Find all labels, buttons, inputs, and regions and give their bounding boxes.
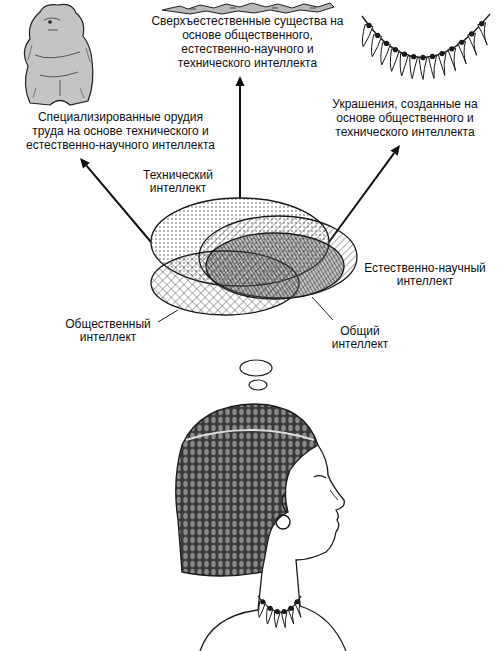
caption-text: Сверхъестественные существа на основе об… — [144, 14, 351, 70]
caption-text: Украшения, созданные на основе обществен… — [324, 97, 486, 139]
caption-box: Украшения, созданные на основе обществен… — [320, 95, 490, 141]
intellect-label: Общий интеллект — [320, 325, 400, 351]
intellect-label: Общественный интеллект — [62, 318, 154, 344]
intellect-label: Естественно-научный интеллект — [360, 262, 490, 288]
intellect-label: Технический интеллект — [138, 169, 218, 195]
arrow-connector — [329, 145, 400, 242]
caption-box: Специализированные орудия труда на основ… — [18, 108, 223, 154]
ellipse-outline — [205, 232, 345, 300]
arrow-connector — [80, 158, 151, 242]
intellect-ellipse: Общий интеллект — [205, 232, 345, 300]
caption-text: Специализированные орудия труда на основ… — [22, 110, 219, 152]
carving-picture — [162, 3, 334, 14]
head-picture — [176, 404, 346, 651]
figurine-picture — [24, 4, 92, 105]
caption-box: Сверхъестественные существа на основе об… — [140, 12, 355, 72]
ellipse-shape — [199, 216, 357, 298]
ellipse-shape — [206, 233, 344, 299]
thought-bubble — [240, 360, 272, 390]
arrow-connector — [236, 76, 245, 198]
necklace-picture — [362, 14, 490, 79]
